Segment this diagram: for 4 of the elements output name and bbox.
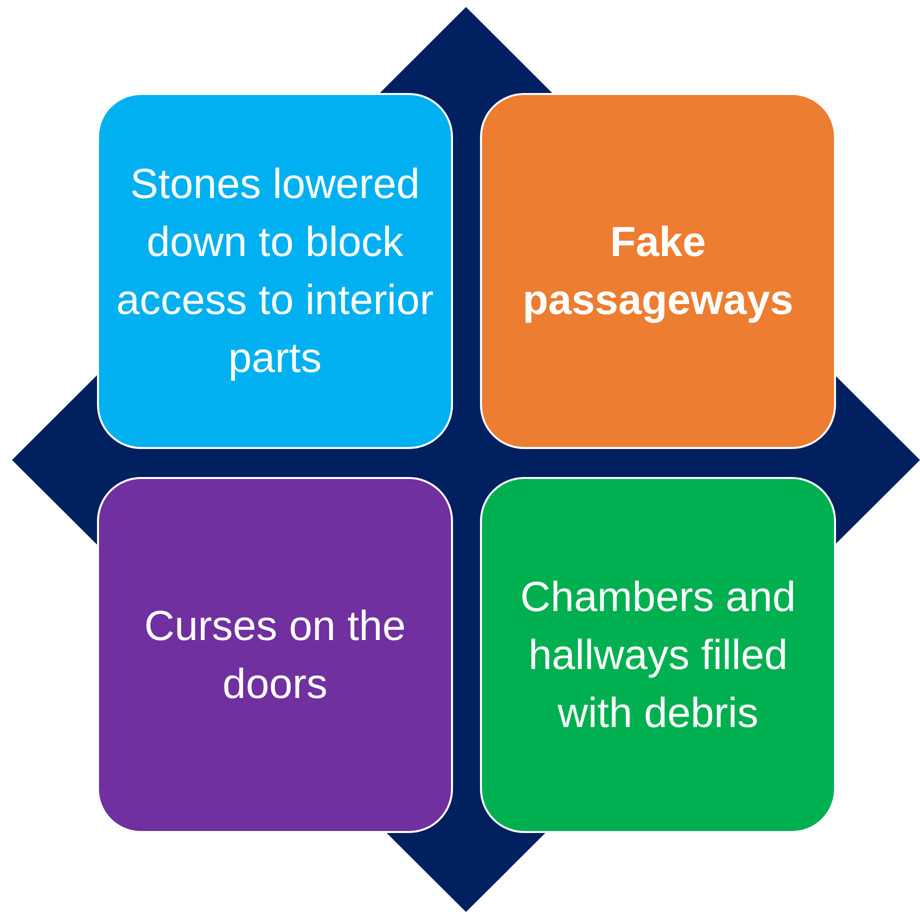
text-box: Curses on the doors <box>97 477 453 833</box>
text-box: Fake passageways <box>480 93 836 449</box>
text-box: Chambers and hallways filled with debris <box>480 477 836 833</box>
text-box: Stones lowered down to block access to interior parts <box>97 93 453 449</box>
